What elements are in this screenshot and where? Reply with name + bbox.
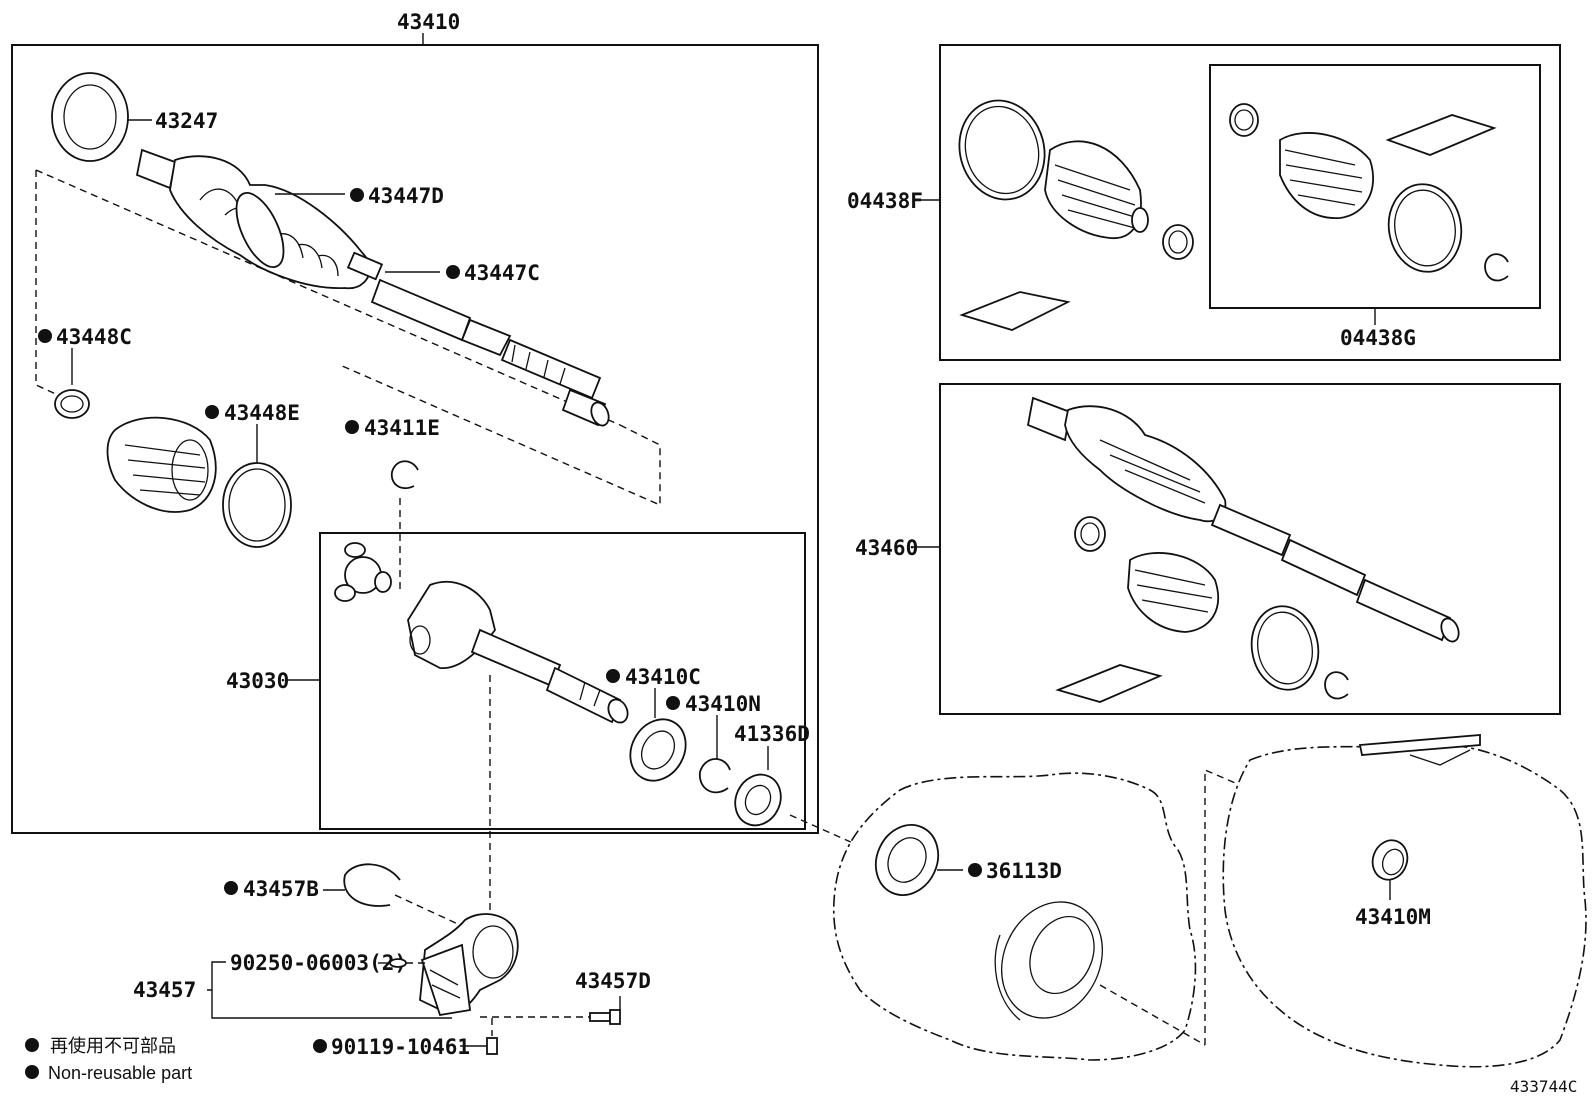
transaxle-case-left	[832, 772, 1197, 1061]
drive-shaft-rhs-illustration	[1026, 396, 1460, 703]
frame-43030: 43030	[226, 532, 806, 830]
oil-seal-41336D: 41336D	[734, 722, 810, 827]
label-43247: 43247	[155, 109, 218, 133]
dust-cover-43247: 43247	[51, 72, 218, 162]
label-43448E: 43448E	[224, 401, 300, 425]
snap-ring-43457B: 43457B	[224, 863, 461, 926]
bearing-bracket	[419, 913, 519, 1017]
bolt-43457D: 43457D	[480, 969, 651, 1025]
boot-kit-inboard-parts	[1229, 103, 1509, 282]
label-43448C: 43448C	[56, 325, 132, 349]
snap-ring-43411E: 43411E	[345, 416, 440, 590]
legend-japanese: 再使用不可部品	[50, 1036, 176, 1056]
boot-clamp-43447C: 43447C	[385, 261, 540, 285]
outboard-shaft-illustration	[135, 148, 610, 427]
frame-04438F: 04438F	[847, 44, 1561, 361]
label-43410C: 43410C	[625, 665, 701, 689]
label-04438F: 04438F	[847, 189, 923, 213]
label-43447D: 43447D	[368, 184, 444, 208]
label-43411E: 43411E	[364, 416, 440, 440]
label-43457D: 43457D	[575, 969, 651, 993]
frame-43410: 43410	[11, 10, 819, 834]
label-41336D: 41336D	[734, 722, 810, 746]
label-43457: 43457	[133, 978, 196, 1002]
label-90119: 90119-10461	[331, 1035, 470, 1059]
legend-english: Non-reusable part	[48, 1063, 192, 1083]
label-90250: 90250-06003(2)	[230, 951, 407, 975]
boot-kit-outboard-parts	[958, 99, 1194, 331]
label-43457B: 43457B	[243, 877, 319, 901]
transaxle-case-right	[1222, 734, 1587, 1068]
label-43447C: 43447C	[464, 261, 540, 285]
frame-04438G: 04438G	[1209, 64, 1541, 350]
tripod-joint	[334, 542, 392, 602]
legend: 再使用不可部品 Non-reusable part	[25, 1036, 192, 1083]
label-43460: 43460	[855, 536, 918, 560]
boot-clamp-43448C: 43448C	[38, 325, 132, 419]
seal-43410M: 43410M	[1355, 839, 1431, 929]
oil-seal-36113D: 36113D	[937, 859, 1062, 883]
bearing-43410C: 43410C	[606, 665, 701, 782]
drawing-id: 433744C	[1510, 1077, 1577, 1096]
boot-clamp-43447D: 43447D	[275, 184, 444, 208]
label-36113D: 36113D	[986, 859, 1062, 883]
inboard-boot	[106, 416, 217, 513]
boot-clamp-43448E: 43448E	[205, 401, 300, 548]
label-43410M: 43410M	[1355, 905, 1431, 929]
label-group-43457: 43457 90250-06003(2)	[133, 951, 452, 1019]
label-43410N: 43410N	[685, 692, 761, 716]
legend-marker-1	[25, 1038, 39, 1052]
snap-ring-43410N: 43410N	[666, 692, 761, 794]
inboard-housing	[407, 580, 629, 724]
legend-marker-2	[25, 1065, 39, 1079]
label-04438G: 04438G	[1340, 326, 1416, 350]
label-43410: 43410	[397, 10, 460, 34]
frame-43460: 43460	[855, 383, 1561, 715]
bolt-90119: 90119-10461	[313, 1018, 498, 1059]
label-43030: 43030	[226, 669, 289, 693]
